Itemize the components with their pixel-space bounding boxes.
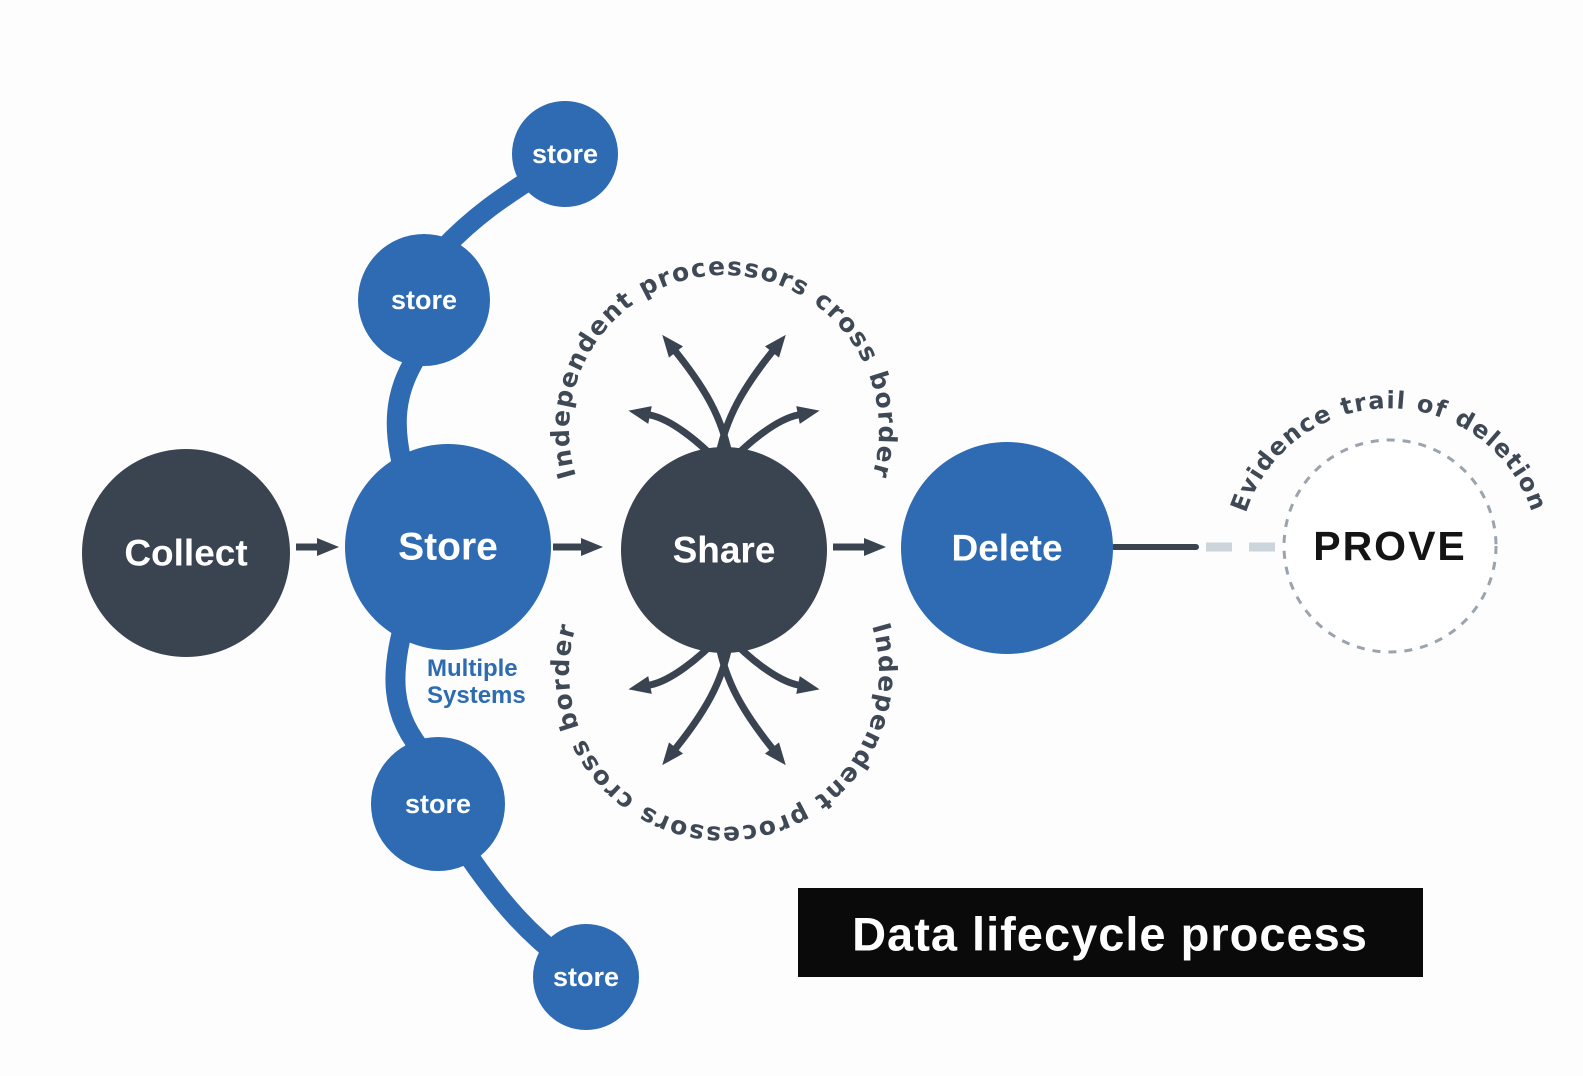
store-note-line1: Multiple [427,655,518,682]
node-store-circle [345,444,551,650]
node-share-circle [621,447,827,653]
satellite-store-circle-3 [371,737,505,871]
node-collect-label: Collect [124,533,247,574]
title-banner-label: Data lifecycle process [852,908,1368,961]
satellite-store-circle-1 [512,101,618,207]
node-delete-label: Delete [951,528,1062,569]
satellite-store-label-3: store [405,789,471,819]
node-delete-circle [901,442,1113,654]
satellite-store-label-4: store [553,962,619,992]
satellite-store-circle-2 [358,234,490,366]
node-store-label: Store [398,526,498,569]
node-share-label: Share [673,530,776,571]
satellite-store-label-2: store [391,285,457,315]
satellite-store-label-1: store [532,139,598,169]
store-note-line2: Systems [427,682,526,709]
node-prove-circle [1282,438,1498,654]
node-prove-label: PROVE [1313,523,1467,569]
satellite-store-circle-4 [533,924,639,1030]
title-banner [798,888,1423,977]
node-collect-circle [82,449,290,657]
